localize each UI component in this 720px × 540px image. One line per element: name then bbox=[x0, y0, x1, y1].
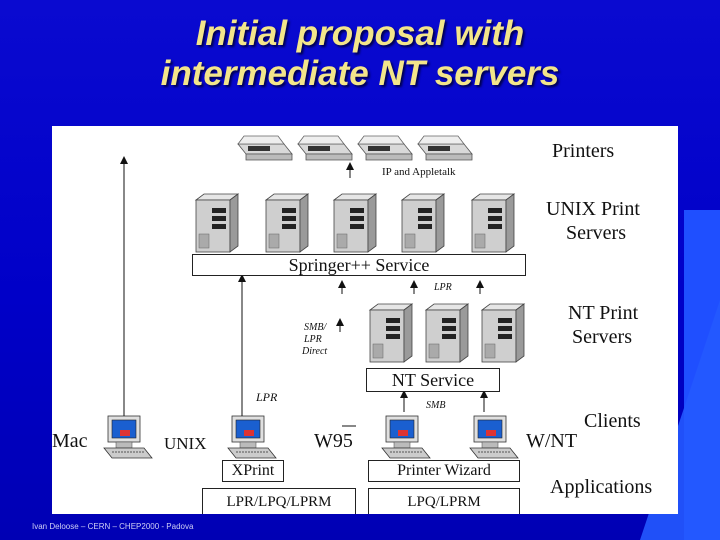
slide-title: Initial proposal with intermediate NT se… bbox=[0, 14, 720, 94]
arrows bbox=[120, 156, 488, 427]
w95-computer-icon bbox=[381, 415, 431, 459]
wnt-computer-icon bbox=[469, 415, 519, 459]
diagram-panel: Printers IP and Appletalk UNIX Print Ser… bbox=[52, 126, 678, 514]
printer-icon bbox=[297, 135, 353, 161]
nt-service-box: NT Service bbox=[366, 368, 500, 392]
printers-label: Printers bbox=[552, 140, 615, 162]
mac-computer-icon bbox=[103, 415, 153, 459]
applications-label: Applications bbox=[550, 476, 653, 498]
nt-service-label: NT Service bbox=[391, 370, 475, 390]
xprint-box: XPrint bbox=[222, 460, 284, 482]
server-icon bbox=[471, 193, 515, 253]
nt-server-row bbox=[369, 303, 525, 363]
server-icon bbox=[333, 193, 377, 253]
printer-icon bbox=[417, 135, 473, 161]
smb-label: SMB bbox=[426, 400, 446, 411]
nt-servers-label-1: NT Print bbox=[568, 302, 639, 324]
lpr-label-left: LPR bbox=[256, 390, 278, 404]
title-line-1: Initial proposal with bbox=[195, 14, 525, 53]
w95-label: W95 bbox=[314, 430, 353, 452]
mac-label: Mac bbox=[52, 430, 88, 452]
server-icon bbox=[195, 193, 239, 253]
server-icon bbox=[401, 193, 445, 253]
lpq-lprm-label: LPQ/LPRM bbox=[407, 494, 481, 510]
server-icon bbox=[481, 303, 525, 363]
printer-row bbox=[237, 135, 473, 161]
ip-appletalk-label: IP and Appletalk bbox=[382, 166, 456, 178]
smb-direct-label-2: LPR bbox=[304, 334, 322, 345]
printer-wizard-label: Printer Wizard bbox=[397, 462, 491, 479]
lpq-lprm-box: LPQ/LPRM bbox=[368, 488, 520, 514]
diagram-graphics bbox=[103, 135, 525, 459]
printer-wizard-box: Printer Wizard bbox=[368, 460, 520, 482]
unix-computer-icon bbox=[227, 415, 277, 459]
nt-servers-label-2: Servers bbox=[572, 326, 632, 348]
printer-icon bbox=[357, 135, 413, 161]
unix-label: UNIX bbox=[164, 434, 207, 453]
xprint-label: XPrint bbox=[231, 462, 275, 479]
smb-direct-label-1: SMB/ bbox=[304, 322, 327, 333]
springer-service-label: Springer++ Service bbox=[288, 255, 430, 275]
clients-label: Clients bbox=[584, 410, 641, 432]
lpr-lpq-lprm-box: LPR/LPQ/LPRM bbox=[202, 488, 356, 514]
unix-servers-label-2: Servers bbox=[566, 222, 626, 244]
server-icon bbox=[425, 303, 469, 363]
title-line-2: intermediate NT servers bbox=[160, 54, 560, 93]
server-icon bbox=[369, 303, 413, 363]
smb-direct-label-3: Direct bbox=[302, 346, 328, 357]
lpr-lpq-lprm-label: LPR/LPQ/LPRM bbox=[226, 494, 332, 510]
springer-service-box: Springer++ Service bbox=[192, 254, 526, 276]
unix-servers-label-1: UNIX Print bbox=[546, 198, 640, 220]
lpr-label-top: LPR bbox=[434, 282, 452, 293]
printer-icon bbox=[237, 135, 293, 161]
wnt-label: W/NT bbox=[526, 430, 578, 452]
unix-server-row bbox=[195, 193, 515, 253]
footer-credit: Ivan Deloose – CERN – CHEP2000 - Padova bbox=[32, 522, 194, 531]
server-icon bbox=[265, 193, 309, 253]
